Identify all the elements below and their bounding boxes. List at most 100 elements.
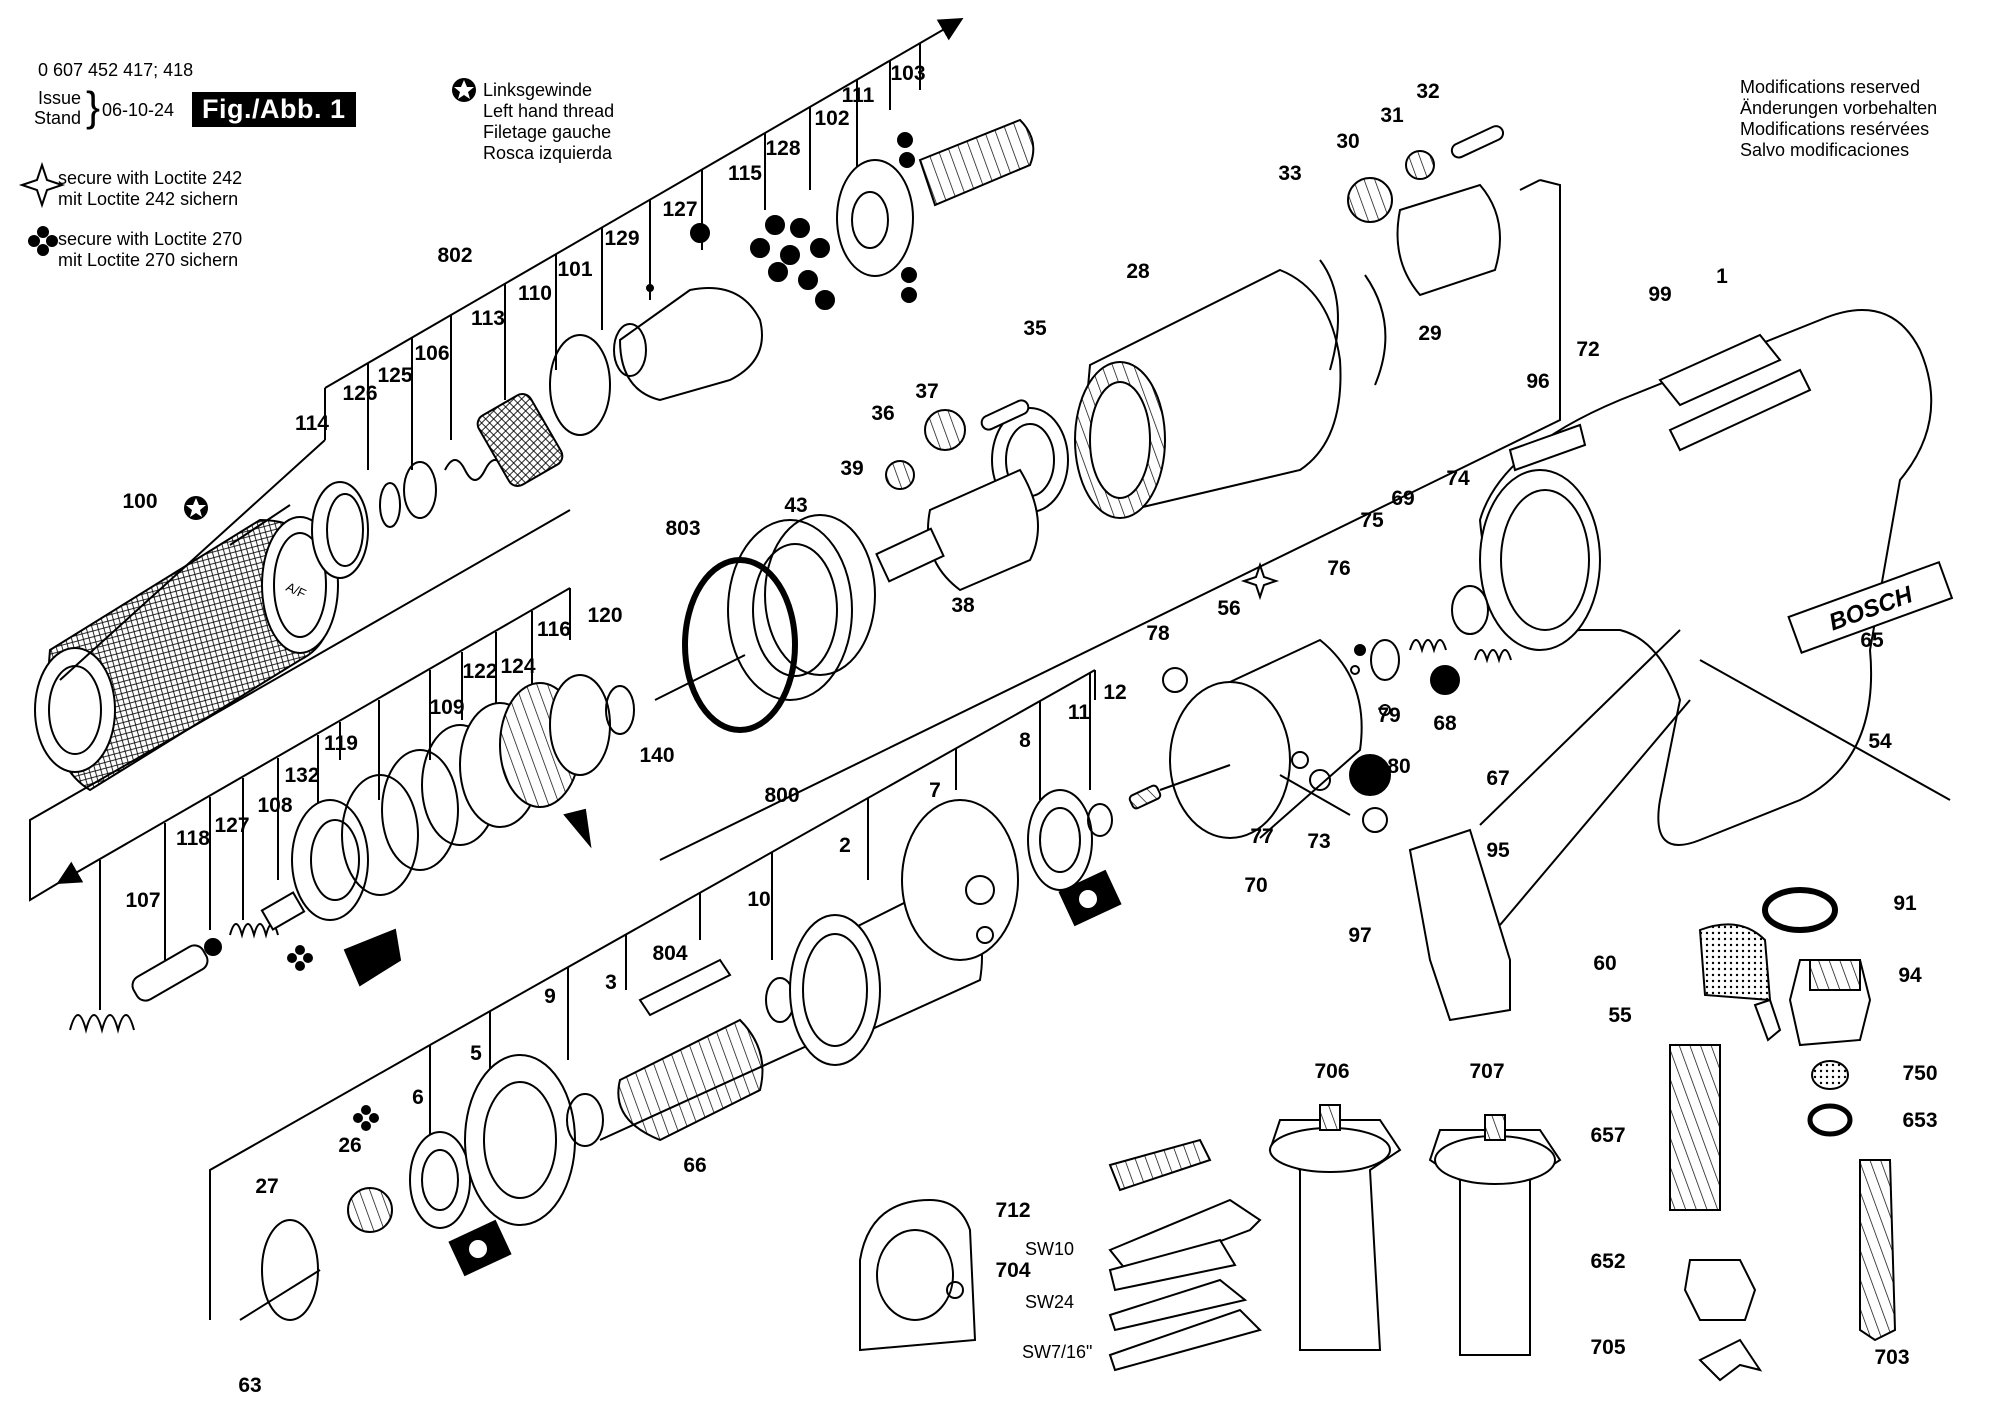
part-label-712: 712 xyxy=(995,1199,1030,1222)
left-hand-thread-icon xyxy=(452,78,476,102)
modifications-fr: Modifications resérvées xyxy=(1740,119,1930,139)
part-label-100: 100 xyxy=(122,490,157,513)
panel-motor-assembly xyxy=(209,669,1162,1321)
part-label-91: 91 xyxy=(1893,892,1917,915)
loctite-242-icon xyxy=(18,161,66,209)
part-label-95: 95 xyxy=(1486,839,1510,862)
part-label-2: 2 xyxy=(839,834,851,857)
part-label-132: 132 xyxy=(284,764,319,787)
part-label-30: 30 xyxy=(1336,130,1359,153)
part-label-1: 1 xyxy=(1716,265,1728,288)
modifications-de: Änderungen vorbehalten xyxy=(1740,98,1938,118)
panel-clutch-assembly xyxy=(29,509,635,1034)
panel-chuck-assembly xyxy=(34,17,1561,861)
loctite-242-line-1: secure with Loctite 242 xyxy=(58,168,243,188)
loctite-270-icon xyxy=(28,226,58,256)
part-label-119: 119 xyxy=(324,732,358,755)
stand-label: Stand xyxy=(34,108,82,128)
part-label-118: 118 xyxy=(176,827,210,850)
part-label-29: 29 xyxy=(1418,322,1441,345)
part-label-120: 120 xyxy=(587,604,622,627)
part-label-108: 108 xyxy=(257,794,292,817)
part-label-28: 28 xyxy=(1126,260,1150,283)
loctite-242-line-2: mit Loctite 242 sichern xyxy=(58,189,239,209)
part-label-102: 102 xyxy=(814,107,849,130)
part-label-60: 60 xyxy=(1593,952,1616,975)
part-label-99: 99 xyxy=(1648,283,1671,306)
part-label-707: 707 xyxy=(1469,1060,1504,1083)
wrench-size-sw10: SW10 xyxy=(1025,1239,1074,1259)
part-label-66: 66 xyxy=(683,1154,706,1177)
part-label-11: 11 xyxy=(1068,701,1091,724)
part-label-26: 26 xyxy=(338,1134,361,1157)
part-label-80: 80 xyxy=(1387,755,1410,778)
part-label-800: 800 xyxy=(764,784,799,807)
part-labels: 1001141261251061131101011291271151281021… xyxy=(122,62,1937,1397)
thread-marker-icon xyxy=(184,496,208,520)
part-label-55: 55 xyxy=(1608,1004,1632,1027)
figure-label: Fig./Abb. 1 xyxy=(192,92,356,127)
part-label-63: 63 xyxy=(238,1374,261,1397)
part-label-33: 33 xyxy=(1278,162,1301,185)
part-label-37: 37 xyxy=(915,380,938,403)
thread-legend-en: Left hand thread xyxy=(483,101,615,121)
part-label-7: 7 xyxy=(929,779,941,802)
part-label-75: 75 xyxy=(1360,509,1384,532)
gear-assembly xyxy=(654,125,1505,733)
part-label-111: 111 xyxy=(842,84,875,107)
part-label-113: 113 xyxy=(471,307,505,330)
brace-glyph: } xyxy=(86,83,101,130)
part-label-73: 73 xyxy=(1307,830,1330,853)
part-label-56: 56 xyxy=(1217,597,1240,620)
part-label-10: 10 xyxy=(747,888,770,911)
part-label-96: 96 xyxy=(1526,370,1549,393)
part-label-804: 804 xyxy=(652,942,687,965)
part-label-750: 750 xyxy=(1902,1062,1937,1085)
issue-date: 06-10-24 xyxy=(102,100,175,120)
part-label-125: 125 xyxy=(377,364,412,387)
part-label-140: 140 xyxy=(639,744,674,767)
part-label-126: 126 xyxy=(342,382,377,405)
part-label-94: 94 xyxy=(1898,964,1922,987)
part-label-103: 103 xyxy=(890,62,925,85)
part-label-6: 6 xyxy=(412,1086,424,1109)
part-label-803: 803 xyxy=(665,517,700,540)
loctite-270-marker-icon xyxy=(287,945,379,1131)
wrench-size-sw24: SW24 xyxy=(1025,1292,1074,1312)
part-label-9: 9 xyxy=(544,985,556,1008)
part-label-76: 76 xyxy=(1327,557,1350,580)
thread-legend-fr: Filetage gauche xyxy=(483,122,612,142)
part-label-705: 705 xyxy=(1590,1336,1625,1359)
part-label-802: 802 xyxy=(437,244,472,267)
part-label-8: 8 xyxy=(1019,729,1031,752)
thread-legend-es: Rosca izquierda xyxy=(483,143,613,163)
part-label-54: 54 xyxy=(1868,730,1892,753)
part-label-106: 106 xyxy=(414,342,449,365)
part-label-114: 114 xyxy=(295,412,329,435)
part-label-69: 69 xyxy=(1391,487,1414,510)
thread-legend-de: Linksgewinde xyxy=(483,80,593,100)
part-label-115: 115 xyxy=(728,162,762,185)
part-label-38: 38 xyxy=(951,594,975,617)
part-label-704: 704 xyxy=(995,1259,1030,1282)
part-label-652: 652 xyxy=(1590,1250,1625,1273)
part-label-43: 43 xyxy=(784,494,807,517)
part-label-78: 78 xyxy=(1146,622,1170,645)
part-label-129: 129 xyxy=(604,227,639,250)
wrench-size-sw716: SW7/16" xyxy=(1022,1342,1092,1362)
part-label-27: 27 xyxy=(255,1175,278,1198)
part-label-110: 110 xyxy=(518,282,552,305)
part-label-65: 65 xyxy=(1860,629,1884,652)
part-number: 0 607 452 417; 418 xyxy=(38,60,194,80)
part-label-116: 116 xyxy=(537,618,571,641)
part-label-12: 12 xyxy=(1103,681,1126,704)
part-label-5: 5 xyxy=(470,1042,482,1065)
part-label-657: 657 xyxy=(1590,1124,1625,1147)
part-label-97: 97 xyxy=(1348,924,1371,947)
modifications-es: Salvo modificaciones xyxy=(1740,140,1910,160)
part-label-127: 127 xyxy=(214,814,249,837)
part-label-70: 70 xyxy=(1244,874,1267,897)
part-label-79: 79 xyxy=(1377,704,1400,727)
part-label-67: 67 xyxy=(1486,767,1509,790)
